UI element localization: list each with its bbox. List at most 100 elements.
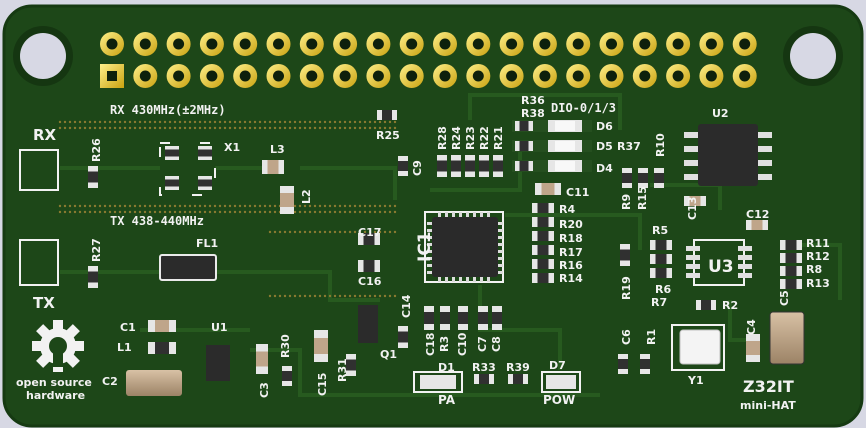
via <box>273 126 277 130</box>
x1-label: X1 <box>224 141 240 154</box>
board-subtitle: mini-HAT <box>740 399 796 412</box>
via <box>373 230 377 234</box>
c7-capacitor-body <box>478 312 488 324</box>
via <box>158 120 162 124</box>
via <box>198 210 202 214</box>
via <box>58 210 62 214</box>
via <box>138 204 142 208</box>
via <box>268 210 272 214</box>
via <box>153 210 157 214</box>
via <box>163 204 167 208</box>
via <box>353 230 357 234</box>
u2-label: U2 <box>712 107 729 120</box>
via <box>83 210 87 214</box>
c11-label: C11 <box>566 186 589 199</box>
via <box>318 210 322 214</box>
r38-label: R38 <box>521 107 545 120</box>
via <box>393 294 397 298</box>
via <box>83 126 87 130</box>
via <box>168 120 172 124</box>
via <box>283 230 287 234</box>
via <box>238 120 242 124</box>
via <box>313 210 317 214</box>
r8-label: R8 <box>806 263 822 276</box>
via <box>388 230 392 234</box>
via <box>353 204 357 208</box>
gear-tooth <box>32 341 42 351</box>
header-pin-hole <box>372 38 384 50</box>
via <box>333 294 337 298</box>
r-array-0-body <box>437 160 447 172</box>
via <box>178 126 182 130</box>
via <box>338 294 342 298</box>
via <box>108 204 112 208</box>
u2-pin <box>684 174 698 180</box>
l2-label: L2 <box>300 189 313 204</box>
via <box>133 210 137 214</box>
via <box>308 294 312 298</box>
c9-label: C9 <box>411 160 424 176</box>
ic1-pin <box>427 222 432 225</box>
via <box>178 210 182 214</box>
via <box>163 120 167 124</box>
via <box>143 126 147 130</box>
via <box>223 204 227 208</box>
r1-label: R1 <box>645 329 658 345</box>
via <box>148 120 152 124</box>
via <box>223 120 227 124</box>
r21-label: R21 <box>492 126 505 150</box>
header-pin-hole <box>606 70 617 82</box>
c9-capacitor-body <box>398 161 408 171</box>
r4-label: R4 <box>559 203 575 216</box>
ic1-pin <box>487 212 490 217</box>
via <box>73 126 77 130</box>
via <box>168 204 172 208</box>
d1-label: D1 <box>438 361 455 374</box>
via <box>288 120 292 124</box>
via <box>143 120 147 124</box>
c3-capacitor-body <box>256 351 268 367</box>
r6-label: R6 <box>655 283 671 296</box>
via <box>68 120 72 124</box>
u3-pad <box>738 264 752 269</box>
header-pin-hole <box>539 70 551 82</box>
via <box>313 120 317 124</box>
via <box>88 210 92 214</box>
via <box>263 210 267 214</box>
r-col-3-body <box>537 245 549 255</box>
r30-label: R30 <box>279 334 292 358</box>
via <box>98 210 102 214</box>
r19-resistor-body <box>620 249 630 261</box>
via <box>238 204 242 208</box>
via <box>268 120 272 124</box>
mount-hole-left <box>13 26 73 86</box>
via <box>318 120 322 124</box>
via <box>388 294 392 298</box>
via <box>388 210 392 214</box>
via <box>233 210 237 214</box>
y1-label: Y1 <box>687 374 704 387</box>
via <box>243 126 247 130</box>
via <box>203 126 207 130</box>
r37-label: R37 <box>617 140 641 153</box>
via <box>363 126 367 130</box>
r26-label: R26 <box>90 138 103 162</box>
l2-inductor-body <box>280 193 294 207</box>
d7-label: D7 <box>549 359 566 372</box>
c17-label: C17 <box>358 226 381 239</box>
via <box>373 126 377 130</box>
via <box>283 294 287 298</box>
u3-pad <box>738 273 752 278</box>
via <box>353 210 357 214</box>
via <box>368 120 372 124</box>
r-col-4-body <box>537 259 549 269</box>
via <box>58 204 62 208</box>
ic1-pin <box>445 212 448 217</box>
via <box>348 210 352 214</box>
via <box>188 126 192 130</box>
via <box>373 294 377 298</box>
header-pin-hole <box>739 70 751 82</box>
d4-label: D4 <box>596 162 613 175</box>
rx-band-label: RX 430MHz(±2MHz) <box>110 103 226 117</box>
x1-pad-d-body <box>198 179 212 187</box>
